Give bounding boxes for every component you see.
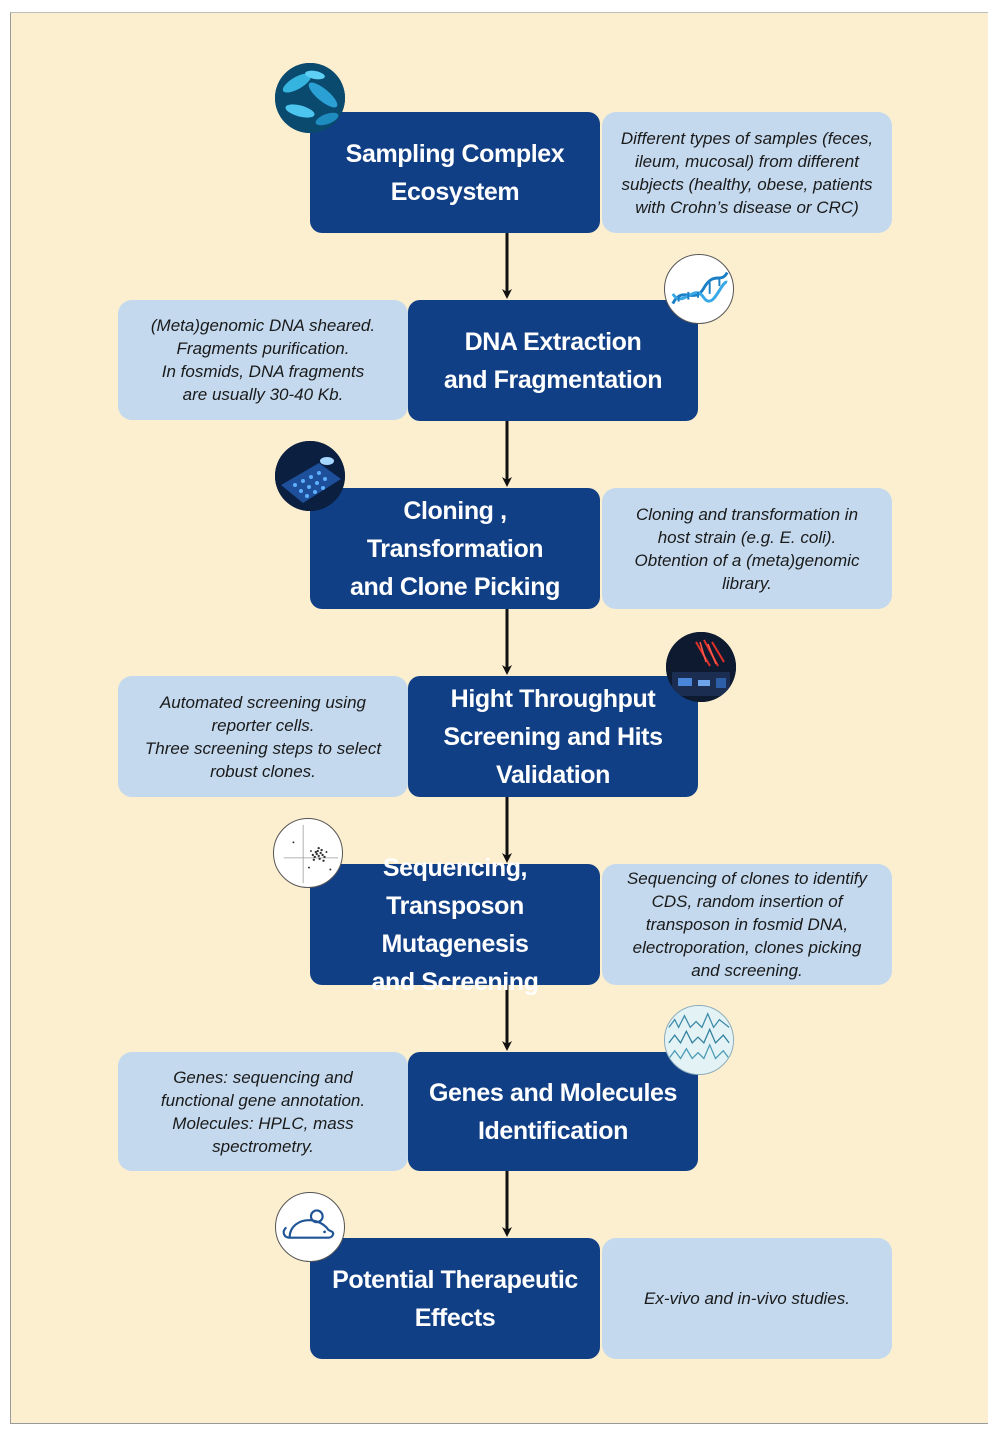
step-line: Ecosystem (390, 177, 520, 206)
step-cloning: Cloning , Transformation and Clone Pickin… (310, 488, 600, 609)
note-line: and screening. (691, 961, 803, 980)
note-line: Obtention of a (meta)genomic (634, 550, 860, 570)
note-sampling: Different types of samples (feces, ileum,… (602, 112, 892, 233)
note-line: Three screening steps to select (144, 738, 382, 758)
note-dna-extraction: (Meta)genomic DNA sheared. Fragments puri… (118, 300, 408, 420)
microplate-icon (275, 441, 345, 511)
note-line: host strain (e.g. E. coli). (657, 527, 837, 547)
lab-robot-icon (666, 632, 736, 702)
note-line: robust clones. (210, 761, 316, 781)
step-dna-extraction: DNA Extraction and Fragmentation (408, 300, 698, 421)
note-line: functional gene annotation. (160, 1090, 366, 1110)
note-line: Sequencing of clones to identify (626, 869, 868, 888)
note-line: Cloning and transformation in (635, 504, 859, 524)
note-line: (Meta)genomic DNA sheared. (150, 316, 376, 335)
note-line: Genes: sequencing and (173, 1067, 353, 1087)
dna-helix-icon (664, 254, 734, 324)
note-line: transposon in fosmid DNA, (645, 915, 849, 934)
step-line: Identification (478, 1116, 628, 1145)
note-line: Fragments purification. (176, 339, 350, 358)
step-line: DNA Extraction (464, 327, 642, 356)
note-line: electroporation, clones picking (632, 938, 862, 957)
note-line: Automated screening using (159, 692, 366, 712)
step-line: Transposon Mutagenesis (381, 891, 529, 958)
step-line: Genes and Molecules (428, 1078, 678, 1107)
note-line: Different types of samples (feces, (620, 128, 874, 148)
step-line: Sequencing, (382, 853, 528, 882)
chromatogram-icon (664, 1005, 734, 1075)
note-line: ileum, mucosal) from different (635, 151, 859, 171)
note-screening: Automated screening using reporter cells.… (118, 676, 408, 797)
bacteria-icon (275, 63, 345, 133)
step-line: Potential Therapeutic (332, 1265, 578, 1294)
step-line: and Fragmentation (443, 365, 663, 394)
note-line: are usually 30-40 Kb. (182, 385, 344, 404)
note-line: Molecules: HPLC, mass (172, 1113, 354, 1133)
note-line: with Crohn’s disease or CRC) (635, 197, 859, 217)
step-line: Validation (495, 760, 611, 789)
step-line: Cloning , Transformation (366, 496, 544, 563)
note-line: Ex-vivo and in-vivo studies. (644, 1289, 850, 1308)
note-cloning: Cloning and transformation in host strain… (602, 488, 892, 609)
step-sequencing: Sequencing, Transposon Mutagenesis and Scr… (310, 854, 600, 996)
note-line: subjects (healthy, obese, patients (621, 174, 873, 194)
mouse-icon (275, 1192, 345, 1262)
step-line: Hight Throughput (450, 684, 656, 713)
note-line: library. (722, 573, 772, 593)
note-line: spectrometry. (212, 1136, 314, 1156)
note-line: In fosmids, DNA fragments (161, 362, 365, 381)
step-line: Effects (414, 1303, 496, 1332)
scatter-plot-icon (273, 818, 343, 888)
note-line: reporter cells. (211, 715, 315, 735)
note-identification: Genes: sequencing and functional gene ann… (118, 1052, 408, 1171)
step-line: and Screening (371, 967, 539, 996)
step-line: Screening and Hits (443, 722, 663, 751)
step-line: Sampling Complex (345, 139, 565, 168)
note-line: CDS, random insertion of (651, 892, 843, 911)
step-line: and Clone Picking (350, 572, 560, 601)
note-therapeutic: Ex-vivo and in-vivo studies. (602, 1238, 892, 1359)
